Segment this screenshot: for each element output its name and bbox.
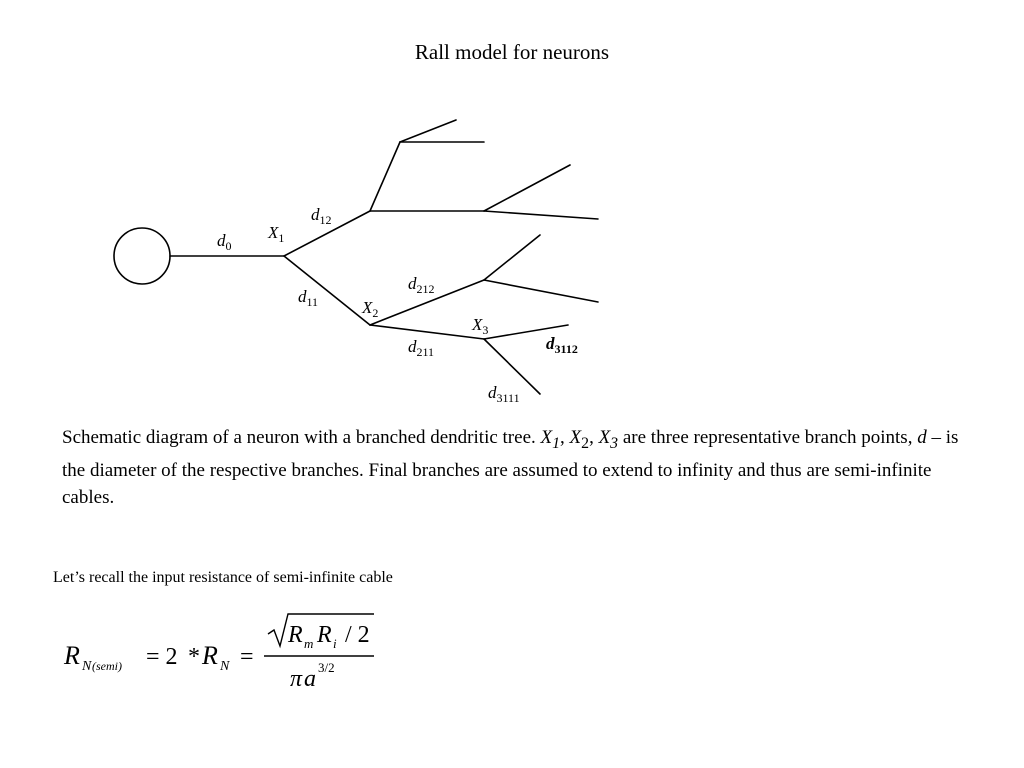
label-d0: d0 [217, 231, 232, 253]
formula-den-exp: 3/2 [318, 660, 335, 675]
formula-lhs-sub-N: N [81, 659, 92, 674]
label-d212: d212 [408, 274, 435, 296]
formula-lhs-sub-semi: (semi) [92, 659, 122, 673]
formula-num-Rm: R [287, 622, 303, 648]
formula-mid-sub: N [219, 659, 230, 674]
branch-d211 [369, 324, 485, 340]
label-d3112: d3112 [546, 334, 578, 356]
label-d3111: d3111 [488, 383, 520, 405]
formula-mid-R: R [201, 641, 218, 670]
branch-d3112 [483, 324, 569, 340]
formula-num-Ri: R [316, 622, 332, 648]
formula-num-div: / 2 [345, 622, 370, 648]
formula-lhs-R: R [63, 641, 80, 670]
branch-d212 [369, 279, 485, 326]
branch-d12 [283, 210, 371, 257]
branch-upper-c [483, 164, 571, 212]
formula-num-i: i [333, 636, 337, 651]
label-x1: X1 [267, 223, 284, 245]
formula-den-a: a [304, 666, 316, 692]
page-title: Rall model for neurons [414, 40, 610, 64]
branch-d11 [283, 255, 371, 326]
label-d12: d12 [311, 205, 332, 227]
input-resistance-formula: R N (semi) = 2 * R N = R m R i / 2 π a 3… [63, 613, 374, 692]
branch-d212-a [483, 234, 541, 281]
label-x2: X2 [361, 298, 378, 320]
formula-num-m: m [304, 636, 313, 651]
diagram-caption: Schematic diagram of a neuron with a bra… [62, 427, 959, 508]
label-x3: X3 [471, 315, 488, 337]
soma [113, 227, 171, 285]
neuron-diagram: d0 X1 d12 d11 X2 d212 X3 d211 d3112 d311… [113, 119, 599, 405]
formula-sqrt-sign [267, 613, 374, 649]
branch-d3111 [483, 338, 541, 395]
formula-star: * [188, 644, 200, 670]
formula-eq1: = 2 [146, 644, 178, 670]
formula-den-pi: π [290, 666, 303, 692]
branch-upper-stem [369, 141, 401, 212]
formula-eq2: = [240, 644, 254, 670]
recall-text: Let’s recall the input resistance of sem… [53, 569, 393, 586]
label-d211: d211 [408, 337, 434, 359]
branch-d212-b [483, 279, 599, 303]
label-d11: d11 [298, 287, 318, 309]
branch-upper-a [399, 119, 457, 143]
branch-upper-d [483, 210, 599, 220]
